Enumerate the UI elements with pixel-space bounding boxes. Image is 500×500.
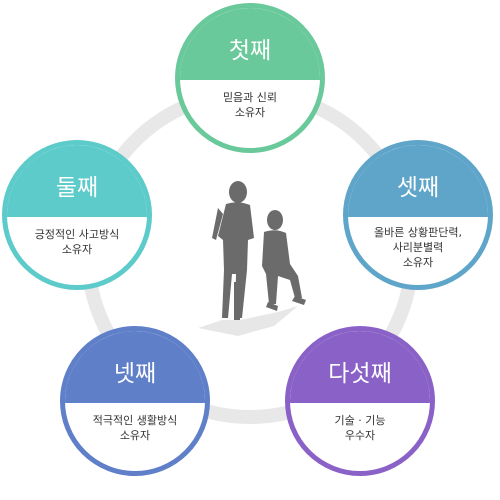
figure-shadow xyxy=(198,306,298,336)
node-first-title: 첫째 xyxy=(228,38,272,64)
node-second-line-2: 소유자 xyxy=(61,243,93,256)
node-first-description: 믿음과 신뢰 소유자 xyxy=(180,90,320,120)
node-second-header: 둘째 xyxy=(7,145,147,217)
node-third-title: 셋째 xyxy=(396,175,440,201)
node-fifth-description: 기술 · 기능 우수자 xyxy=(290,413,430,443)
node-third-header: 셋째 xyxy=(348,145,488,217)
node-fourth-line-2: 소유자 xyxy=(119,429,151,442)
node-fourth-title: 넷째 xyxy=(113,361,157,387)
node-fourth-description: 적극적인 생활방식 소유자 xyxy=(65,413,205,443)
people-silhouette-icon xyxy=(198,181,306,336)
node-fifth: 다섯째 기술 · 기능 우수자 xyxy=(285,326,435,476)
node-fifth-line-2: 우수자 xyxy=(344,429,376,442)
node-third: 셋째 올바른 상황판단력, 사리분별력 소유자 xyxy=(343,140,493,290)
node-fourth-header: 넷째 xyxy=(65,331,205,403)
node-second: 둘째 긍정적인 사고방식 소유자 xyxy=(2,140,152,290)
node-third-line-2: 사리분별력 xyxy=(392,241,444,254)
node-first: 첫째 믿음과 신뢰 소유자 xyxy=(175,3,325,153)
node-third-description: 올바른 상황판단력, 사리분별력 소유자 xyxy=(348,225,488,270)
node-second-line-1: 긍정적인 사고방식 xyxy=(34,228,120,241)
node-fourth-line-1: 적극적인 생활방식 xyxy=(92,414,178,427)
node-third-line-3: 소유자 xyxy=(402,256,434,269)
node-first-header: 첫째 xyxy=(180,8,320,80)
node-second-title: 둘째 xyxy=(55,175,99,201)
node-fifth-header: 다섯째 xyxy=(290,331,430,403)
node-fourth: 넷째 적극적인 생활방식 소유자 xyxy=(60,326,210,476)
node-third-line-1: 올바른 상황판단력, xyxy=(374,226,462,239)
node-fifth-line-1: 기술 · 기능 xyxy=(334,414,386,427)
node-first-line-2: 소유자 xyxy=(234,106,266,119)
node-first-line-1: 믿음과 신뢰 xyxy=(222,91,278,104)
node-second-description: 긍정적인 사고방식 소유자 xyxy=(7,227,147,257)
people-figures xyxy=(212,181,306,320)
node-fifth-title: 다섯째 xyxy=(328,361,392,387)
